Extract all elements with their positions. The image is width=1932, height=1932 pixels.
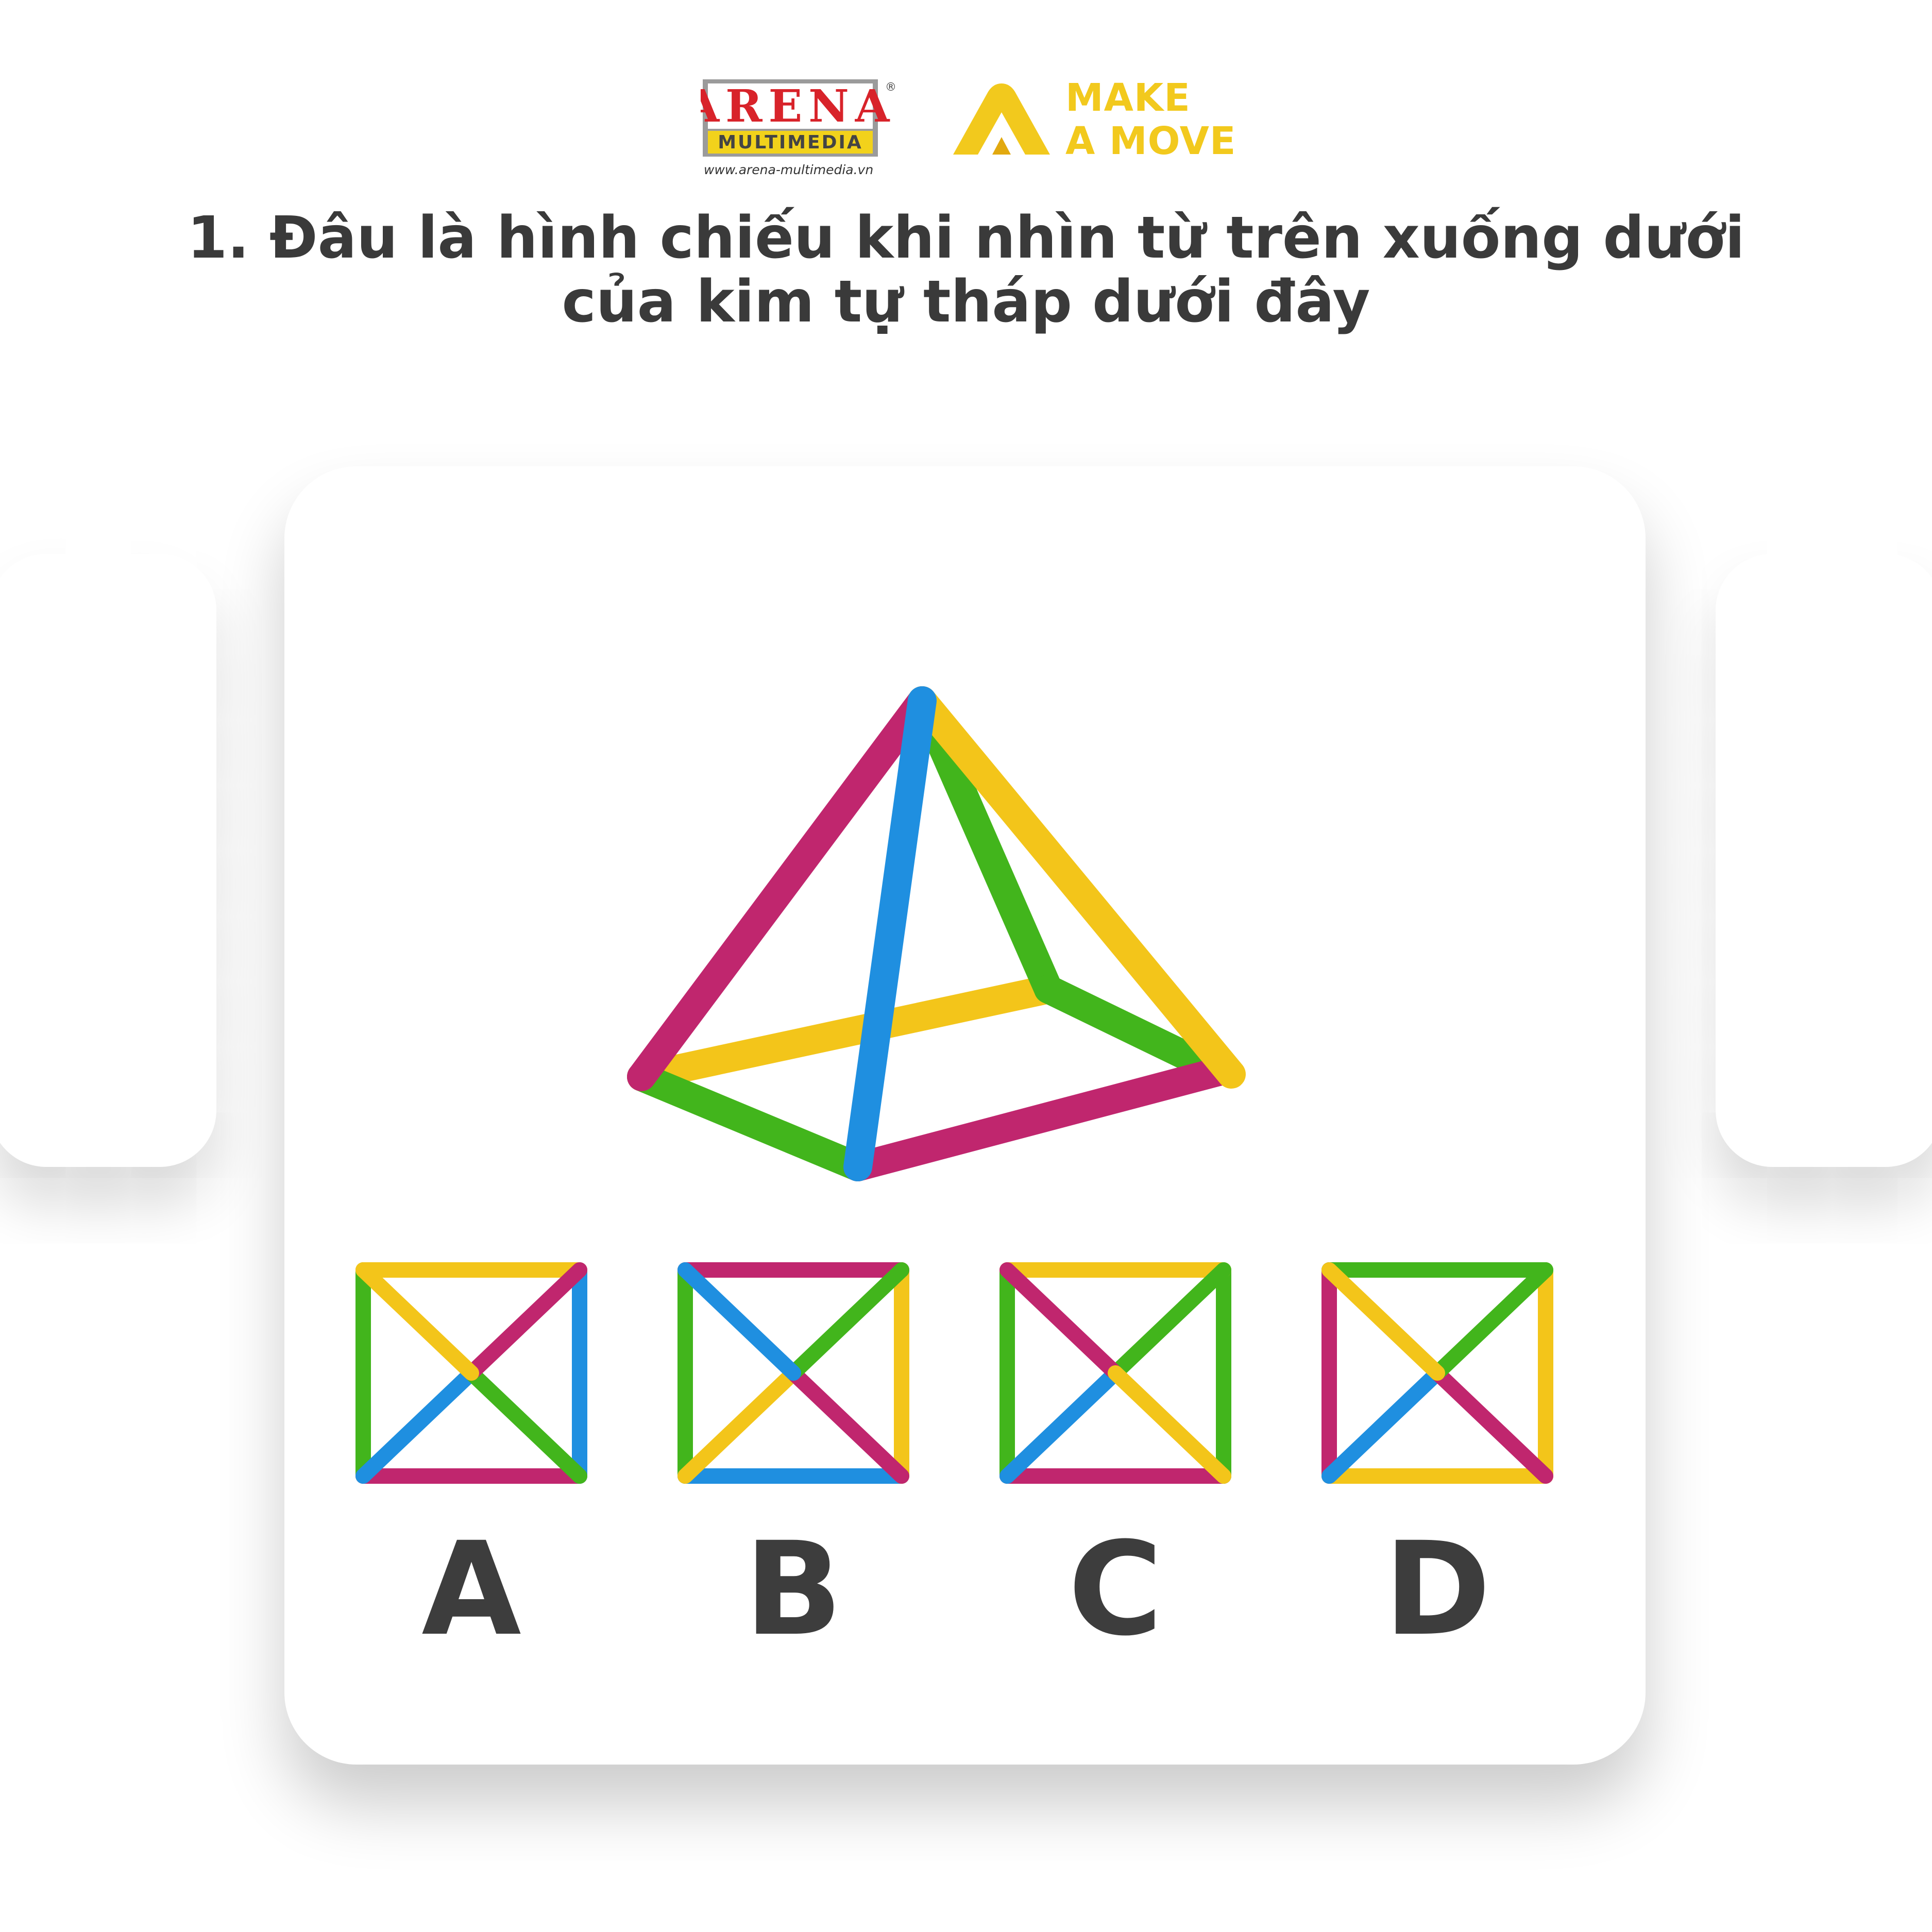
- pyramid-edge: [908, 686, 1063, 1004]
- pyramid-edge: [627, 975, 1063, 1091]
- svg-text:®: ®: [885, 81, 896, 94]
- option-d-label: D: [1384, 1514, 1491, 1664]
- make-a-move-wordmark: MAKE A MOVE: [1065, 76, 1236, 163]
- option-b-figure: [677, 1262, 909, 1484]
- pyramid-edge: [627, 686, 937, 1091]
- question-card: [284, 466, 1646, 1765]
- pyramid-edge: [1034, 975, 1233, 1086]
- pyramid-edge: [843, 686, 937, 1181]
- svg-text:ARENA: ARENA: [701, 80, 896, 132]
- pyramid-edge: [908, 686, 1246, 1089]
- option-b-label: B: [744, 1514, 843, 1664]
- question-line-2: của kim tự tháp dưới đây: [562, 268, 1370, 335]
- pyramid-edge: [627, 1062, 872, 1181]
- option-c-figure: [999, 1262, 1231, 1484]
- option-a-figure: [355, 1262, 587, 1484]
- header-logos: ARENA MULTIMEDIA ® www.arena-multimedia.…: [0, 0, 1932, 185]
- option-a-label: A: [421, 1514, 521, 1664]
- pyramid-edge: [843, 1057, 1233, 1181]
- option-a[interactable]: A: [350, 1257, 592, 1654]
- option-d[interactable]: D: [1316, 1257, 1558, 1654]
- question-title: 1. Đâu là hình chiếu khi nhìn từ trên xu…: [103, 206, 1829, 334]
- arena-multimedia-logo: ARENA MULTIMEDIA ® www.arena-multimedia.…: [701, 79, 896, 177]
- svg-text:www.arena-multimedia.vn: www.arena-multimedia.vn: [704, 162, 873, 177]
- make-a-move-icon: [953, 83, 1050, 155]
- option-b[interactable]: B: [672, 1257, 914, 1654]
- pyramid-figure: [627, 686, 1246, 1181]
- question-line-1: 1. Đâu là hình chiếu khi nhìn từ trên xu…: [187, 205, 1745, 272]
- option-d-figure: [1321, 1262, 1553, 1484]
- previous-card[interactable]: [0, 554, 216, 1167]
- option-c-label: C: [1068, 1514, 1163, 1664]
- svg-text:MULTIMEDIA: MULTIMEDIA: [718, 132, 863, 153]
- next-card[interactable]: [1716, 554, 1932, 1167]
- option-c[interactable]: C: [994, 1257, 1236, 1654]
